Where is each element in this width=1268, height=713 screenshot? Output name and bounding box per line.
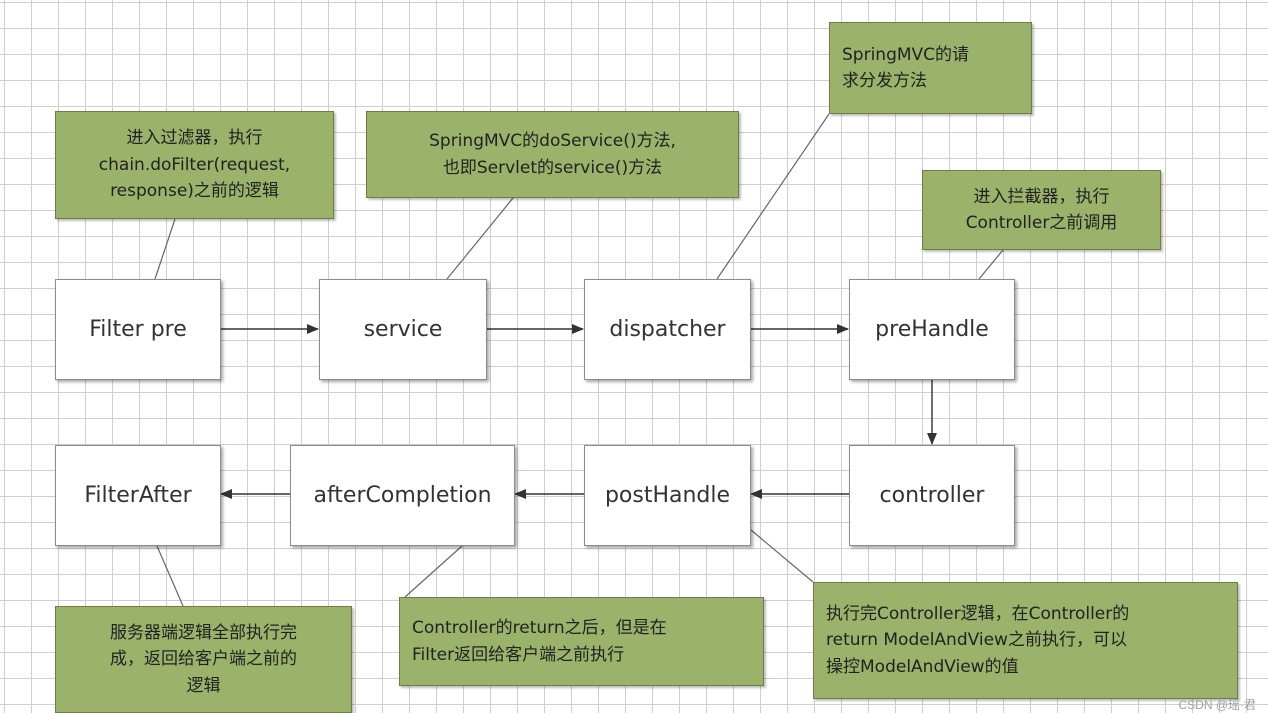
- node-controller: controller: [849, 445, 1015, 546]
- leader-filterafter-note: [156, 545, 184, 607]
- leader-service-note: [446, 197, 514, 280]
- note-dispatcher: SpringMVC的请 求分发方法: [829, 22, 1032, 114]
- node-filter-pre: Filter pre: [55, 279, 221, 380]
- leader-posthandle-note: [750, 529, 814, 583]
- note-posthandle: 执行完Controller逻辑，在Controller的 return Mode…: [813, 582, 1238, 699]
- leader-dispatcher-note: [716, 113, 830, 280]
- note-filterafter: 服务器端逻辑全部执行完 成，返回给客户端之前的 逻辑: [55, 606, 352, 713]
- note-aftercompletion: Controller的return之后，但是在 Filter返回给客户端之前执行: [399, 597, 764, 686]
- leader-filterpre-note: [154, 218, 176, 280]
- leader-aftercompletion-note: [404, 545, 463, 598]
- node-dispatcher: dispatcher: [584, 279, 751, 380]
- node-aftercompletion: afterCompletion: [290, 445, 515, 546]
- node-posthandle: postHandle: [584, 445, 751, 546]
- watermark: CSDN @瑶·君: [1178, 698, 1256, 712]
- node-filterafter: FilterAfter: [55, 445, 221, 546]
- note-service: SpringMVC的doService()方法, 也即Servlet的servi…: [366, 111, 739, 198]
- note-filter-pre: 进入过滤器，执行 chain.doFilter(request, respons…: [55, 111, 334, 219]
- note-prehandle: 进入拦截器，执行 Controller之前调用: [922, 170, 1161, 250]
- leader-prehandle-note: [978, 249, 1004, 280]
- node-prehandle: preHandle: [849, 279, 1015, 380]
- node-service: service: [319, 279, 487, 380]
